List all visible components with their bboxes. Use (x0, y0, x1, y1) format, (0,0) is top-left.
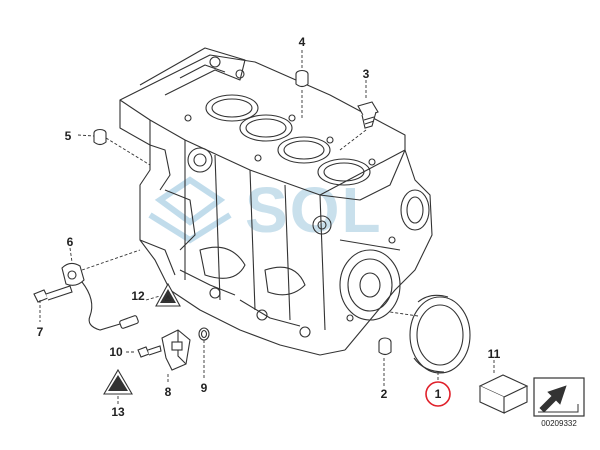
screw-plug-part (357, 101, 379, 129)
callout-13: 13 (111, 405, 125, 419)
callout-1: 1 (435, 387, 442, 401)
knock-sensor-part (61, 262, 139, 331)
callout-7: 7 (37, 325, 44, 339)
dowel-sleeve-part (378, 337, 392, 356)
sleeve-part-top (295, 69, 309, 88)
highlight-circle (425, 381, 451, 407)
crank-sensor-part (161, 329, 191, 371)
crankshaft-seal-part (409, 294, 471, 374)
parts-box-part (478, 374, 529, 414)
callout-3: 3 (363, 67, 370, 81)
callout-labels: 4 3 5 6 12 7 10 8 9 13 2 11 1 (37, 35, 501, 419)
sleeve-part-left (93, 128, 107, 146)
engine-block (119, 47, 433, 356)
o-ring-part (198, 327, 210, 341)
callout-6: 6 (67, 235, 74, 249)
callout-8: 8 (165, 385, 172, 399)
callout-4: 4 (299, 35, 306, 49)
svg-text:⚠: ⚠ (164, 294, 171, 303)
small-bolt-part (137, 345, 162, 358)
warning-label-part-13 (103, 368, 133, 395)
callout-12: 12 (131, 289, 145, 303)
watermark: SOL (148, 174, 383, 246)
bolt-part (33, 285, 73, 303)
callout-10: 10 (109, 345, 123, 359)
reference-number: 00209332 (541, 419, 577, 428)
callout-2: 2 (381, 387, 388, 401)
diagram-reference-icon (533, 377, 585, 417)
leader-lines (39, 50, 495, 404)
callout-11: 11 (488, 347, 501, 361)
callout-5: 5 (65, 129, 72, 143)
highlighted-callout: 1 (425, 381, 451, 407)
warning-label-part-12: ⚠ (155, 282, 181, 307)
callout-9: 9 (201, 381, 208, 395)
watermark-text: SOL (245, 174, 383, 246)
